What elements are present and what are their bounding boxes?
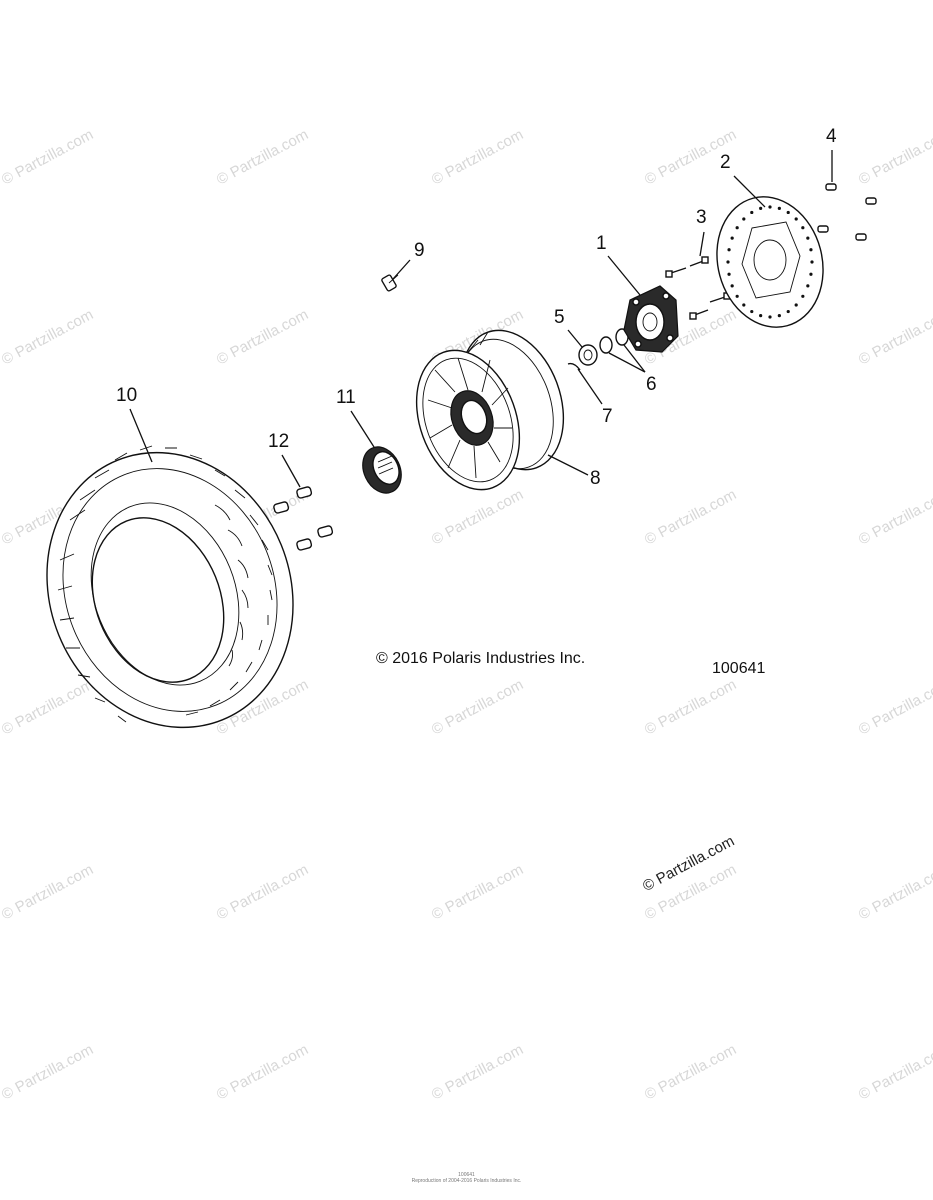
wheel[interactable] (398, 316, 581, 504)
castle-nut[interactable] (578, 344, 598, 366)
watermark-tile: © Partzilla.com (0, 1041, 96, 1103)
svg-text:2: 2 (720, 152, 731, 173)
svg-text:3: 3 (696, 207, 707, 228)
watermark-tile: © Partzilla.com (214, 126, 311, 188)
watermark-tile: © Partzilla.com (856, 486, 933, 548)
watermark-tile: © Partzilla.com (856, 861, 933, 923)
callout-9: 9 (392, 240, 425, 280)
svg-text:7: 7 (602, 406, 613, 427)
svg-text:4: 4 (826, 126, 837, 147)
watermark-tile: © Partzilla.com (0, 126, 96, 188)
svg-text:5: 5 (554, 307, 565, 328)
callout-8: 8 (547, 454, 601, 489)
watermark-tile: © Partzilla.com (642, 1041, 739, 1103)
watermark-tile: © Partzilla.com (642, 676, 739, 738)
diagram-number: 100641 (712, 660, 766, 677)
callout-6: 6 (608, 344, 657, 395)
watermark-tile: © Partzilla.com (642, 486, 739, 548)
callout-7: 7 (577, 368, 613, 427)
callout-12: 12 (268, 431, 301, 488)
cotter-pin[interactable] (567, 362, 581, 371)
svg-text:12: 12 (268, 431, 289, 452)
wheel-studs[interactable] (665, 256, 731, 320)
callout-11: 11 (336, 387, 375, 448)
watermark-tile: © Partzilla.com (856, 126, 933, 188)
watermark-tile: © Partzilla.com (214, 1041, 311, 1103)
watermark-tile: © Partzilla.com (0, 861, 96, 923)
watermark-tile: © Partzilla.com (214, 306, 311, 368)
footer-line-2: Reproduction of 2004-2016 Polaris Indust… (411, 1178, 522, 1184)
svg-text:9: 9 (414, 240, 425, 261)
copyright-notice: © 2016 Polaris Industries Inc. (376, 650, 586, 667)
tire[interactable] (6, 415, 333, 765)
footer: 100641 Reproduction of 2004-2016 Polaris… (0, 1172, 933, 1184)
brake-disc[interactable] (703, 185, 838, 339)
callout-3: 3 (696, 207, 707, 257)
svg-text:8: 8 (590, 468, 601, 489)
washers[interactable] (599, 328, 629, 354)
watermark-tile: © Partzilla.com (856, 306, 933, 368)
lug-nuts[interactable] (273, 486, 334, 551)
svg-text:1: 1 (596, 233, 607, 254)
wheel-hub[interactable] (623, 285, 679, 353)
watermark-tile: © Partzilla.com (429, 1041, 526, 1103)
watermark-tile: © Partzilla.com (856, 1041, 933, 1103)
disc-bolts[interactable] (817, 183, 877, 241)
svg-text:11: 11 (336, 387, 356, 408)
svg-text:6: 6 (646, 374, 657, 395)
footer-line-1: 100641 (458, 1172, 475, 1178)
watermark-tile: © Partzilla.com (429, 861, 526, 923)
watermark-tile: © Partzilla.com (856, 676, 933, 738)
center-cap[interactable] (356, 441, 409, 500)
callout-2: 2 (720, 152, 766, 208)
watermark-tile: © Partzilla.com (429, 126, 526, 188)
watermark-tile: © Partzilla.com (214, 861, 311, 923)
svg-text:10: 10 (116, 385, 137, 406)
callout-10: 10 (116, 385, 153, 463)
watermark-tile: © Partzilla.com (0, 306, 96, 368)
callout-1: 1 (596, 233, 641, 296)
callout-5: 5 (554, 307, 583, 348)
watermark-tile: © Partzilla.com (429, 676, 526, 738)
watermark-tile: © Partzilla.com (0, 676, 96, 738)
watermark-tile: © Partzilla.com (429, 486, 526, 548)
callout-4: 4 (826, 126, 837, 182)
